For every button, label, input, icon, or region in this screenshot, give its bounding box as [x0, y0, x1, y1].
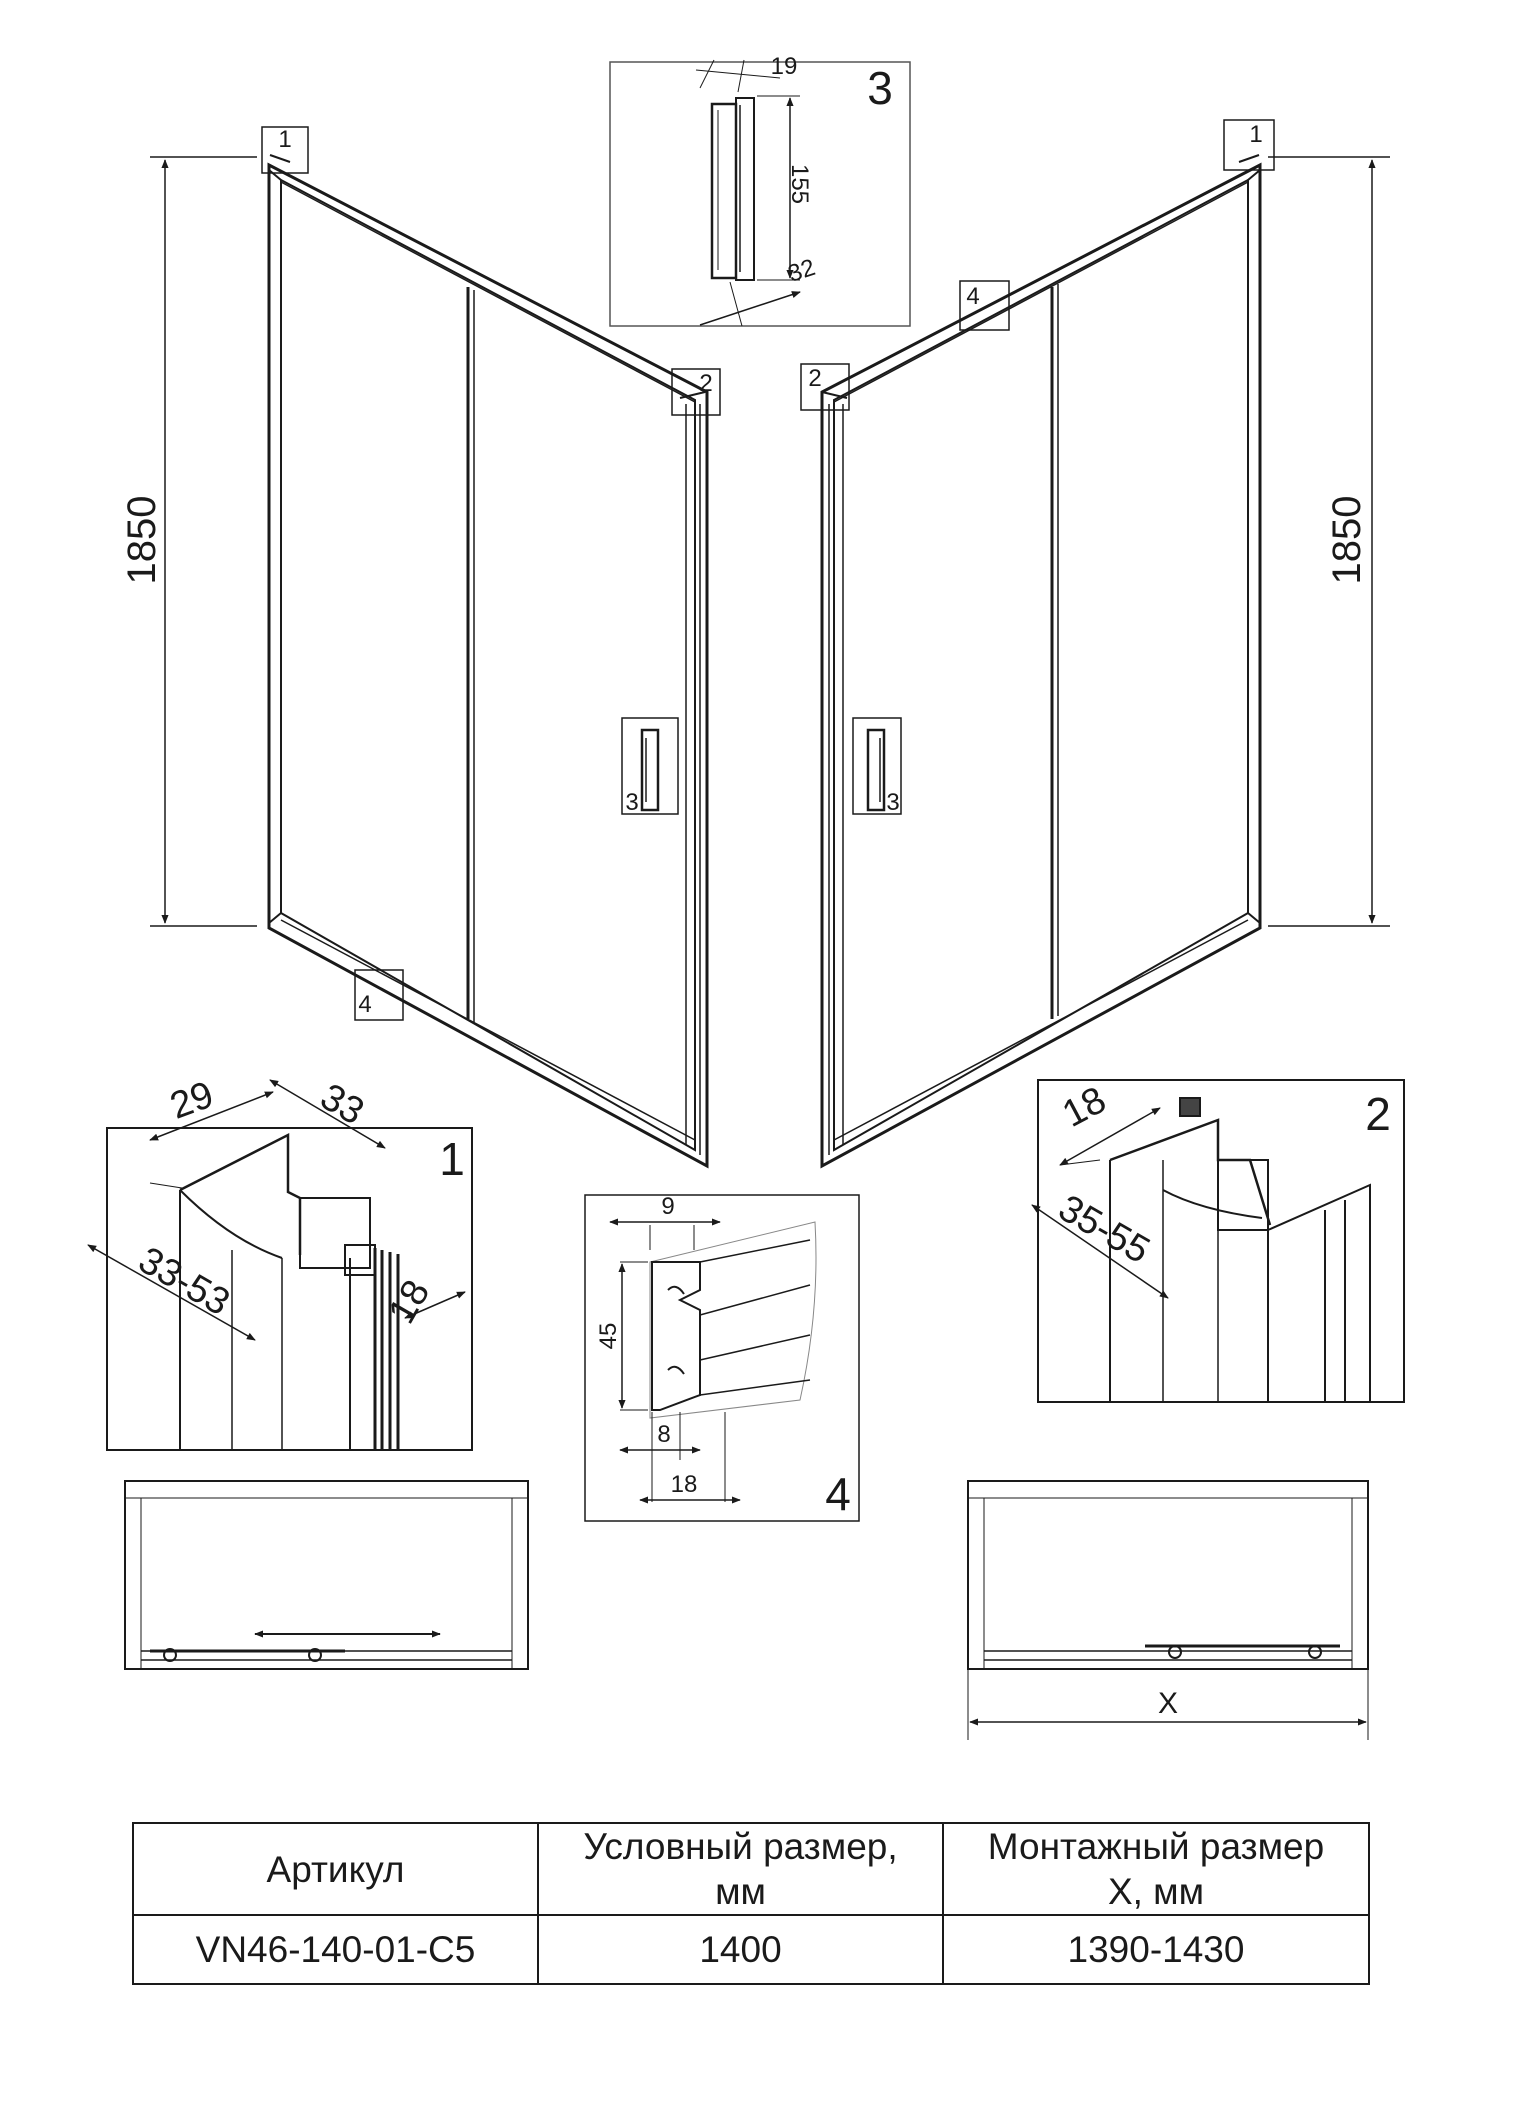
table-row: VN46-140-01-C5 1400 1390-1430	[132, 1914, 1370, 1986]
callout-label: 1	[278, 126, 291, 153]
callout-label: 3	[886, 789, 899, 816]
dimension-label: 33	[313, 1076, 371, 1134]
callout-label: 2	[699, 370, 712, 397]
left-callout-3: 3	[621, 717, 679, 816]
callout-label: 1	[1249, 121, 1262, 148]
right-elevation	[820, 154, 1262, 1169]
mounting-size-label: X	[1158, 1687, 1178, 1720]
plan-left	[124, 1480, 529, 1670]
left-callout-1: 1	[261, 126, 309, 174]
right-height-dimension: 1850	[1268, 156, 1390, 927]
detail-number: 1	[439, 1133, 465, 1185]
left-callout-2: 2	[671, 368, 721, 416]
dimension-label: 9	[661, 1193, 674, 1220]
spec-table-header: Артикул Условный размер,мм Монтажный раз…	[132, 1821, 1370, 1917]
right-panel-frame	[820, 162, 1262, 1169]
dimension-label: 8	[657, 1421, 670, 1448]
dimension-label: 155	[786, 164, 813, 204]
dimension-label: 18	[671, 1471, 698, 1498]
right-handle	[866, 728, 886, 812]
detail-number: 3	[867, 62, 893, 114]
plan-right	[967, 1480, 1369, 1740]
header-article: Артикул	[132, 1821, 539, 1917]
dimension-label: 29	[165, 1074, 219, 1128]
callout-label: 3	[625, 789, 638, 816]
callout-label: 2	[808, 365, 821, 392]
dimension-label: 35-55	[1051, 1187, 1156, 1272]
right-callout-3: 3	[852, 717, 902, 816]
height-label: 1850	[1325, 496, 1369, 585]
height-label: 1850	[120, 496, 164, 585]
callout-label: 4	[358, 991, 371, 1018]
right-callout-4: 4	[959, 280, 1010, 331]
dimension-label: 33-53	[131, 1239, 236, 1324]
dimension-label: 19	[771, 53, 798, 80]
detail-3: 3 19 155 32	[609, 53, 911, 327]
left-height-dimension: 1850	[120, 156, 257, 927]
detail-number: 2	[1365, 1088, 1391, 1140]
spec-table: Артикул Условный размер,мм Монтажный раз…	[132, 1821, 1370, 1986]
detail-1: 1 29 33 33-53 18	[87, 1074, 473, 1451]
left-elevation	[267, 154, 709, 1169]
dimension-label: 18	[1056, 1079, 1113, 1136]
cell-mounting-size: 1390-1430	[942, 1914, 1370, 1986]
left-handle	[640, 728, 660, 812]
header-nominal-size: Условный размер,мм	[537, 1821, 944, 1917]
callout-label: 4	[966, 283, 979, 310]
cell-article: VN46-140-01-C5	[132, 1914, 539, 1986]
right-callout-1: 1	[1223, 119, 1275, 171]
cell-nominal-size: 1400	[537, 1914, 944, 1986]
left-callout-4: 4	[354, 969, 404, 1021]
handle-bar	[710, 102, 738, 280]
detail-4: 4 9 45 8 18	[584, 1193, 860, 1522]
dimension-label: 45	[595, 1323, 622, 1350]
left-panel-frame	[267, 162, 709, 1169]
detail-2: 2 18 35-55	[1031, 1079, 1405, 1403]
right-callout-2: 2	[800, 363, 850, 411]
detail-number: 4	[825, 1468, 851, 1520]
